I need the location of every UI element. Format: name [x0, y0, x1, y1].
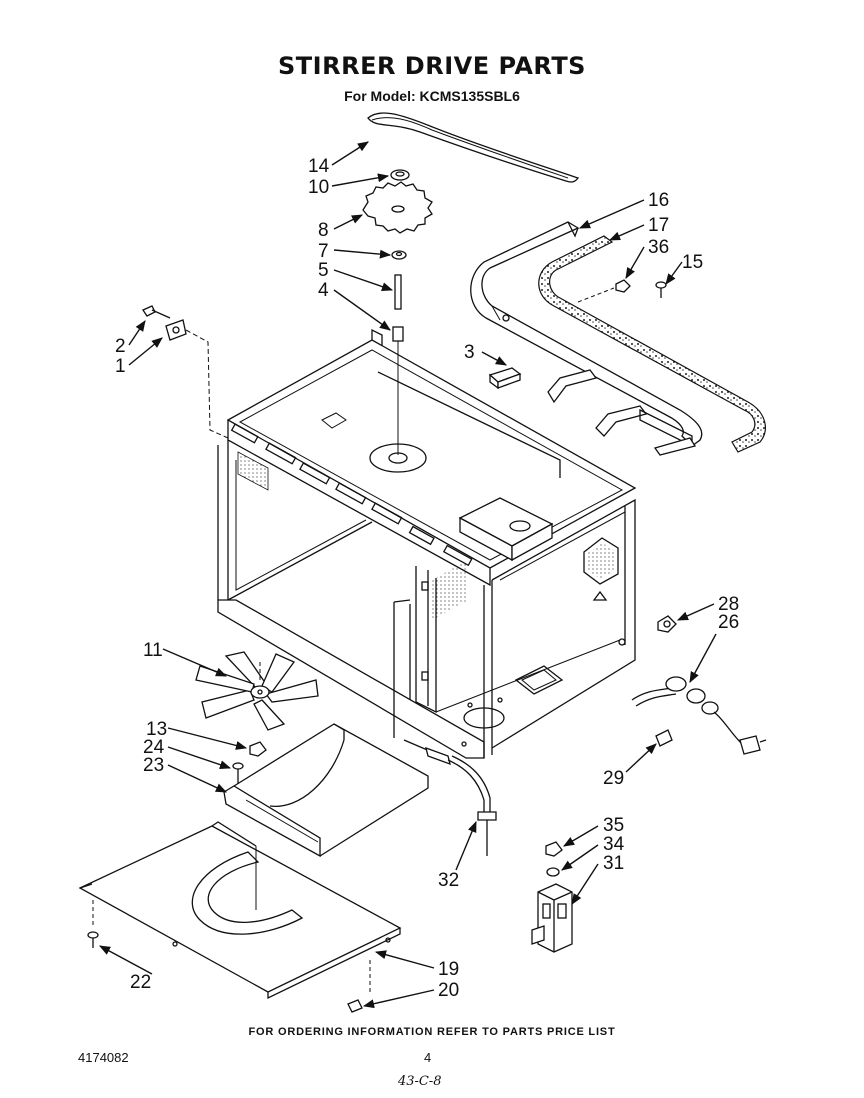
callout-35: 35 [603, 815, 624, 836]
clip-part [390, 169, 410, 181]
nut-part-13 [249, 741, 267, 757]
callout-11: 11 [143, 640, 163, 661]
page-number: 4 [424, 1050, 432, 1065]
screw-part-2 [142, 305, 171, 319]
handwritten-note: 43-C-8 [398, 1074, 442, 1089]
stirrer-pulley [362, 181, 433, 234]
bracket-part-1 [165, 319, 187, 341]
model-subtitle: For Model: KCMS135SBL6 [344, 88, 520, 104]
callout-3: 3 [464, 342, 475, 363]
screw-part-20 [347, 999, 363, 1013]
callout-34: 34 [603, 834, 625, 855]
callout-2: 2 [115, 336, 126, 357]
callout-14: 14 [308, 156, 330, 177]
nut-part-28 [657, 615, 677, 633]
callout-8: 8 [318, 220, 329, 241]
callout-26: 26 [718, 612, 739, 633]
callout-32: 32 [438, 870, 459, 891]
washer-part [391, 250, 407, 260]
thermostat-bracket [531, 883, 573, 953]
washer-part-34 [546, 867, 560, 877]
nut-part-36 [615, 279, 631, 293]
power-lead-part [631, 676, 767, 755]
callout-17: 17 [648, 215, 669, 236]
callout-23: 23 [143, 755, 164, 776]
callout-5: 5 [318, 260, 329, 281]
leader-arrows [99, 141, 717, 1009]
document-number: 4174082 [78, 1050, 129, 1065]
nut-part-35 [545, 841, 563, 857]
bearing-part [392, 326, 404, 342]
callout-19: 19 [438, 959, 459, 980]
block-part [488, 367, 522, 390]
callout-22: 22 [130, 972, 151, 993]
callout-28: 28 [718, 594, 739, 615]
callout-10: 10 [308, 177, 329, 198]
screw-part-22 [87, 931, 99, 948]
screw-part-24 [232, 762, 244, 784]
stirrer-blade [195, 651, 319, 731]
callout-24: 24 [143, 737, 165, 758]
drive-belt [367, 112, 580, 183]
probe-part [403, 739, 497, 856]
callout-20: 20 [438, 980, 459, 1001]
callout-13: 13 [146, 719, 167, 740]
callout-15: 15 [682, 252, 703, 273]
cabinet-frame [217, 328, 637, 759]
callout-7: 7 [318, 241, 329, 262]
callout-31: 31 [603, 853, 624, 874]
callout-4: 4 [318, 280, 329, 301]
callout-36: 36 [648, 237, 669, 258]
ordering-info-footer: FOR ORDERING INFORMATION REFER TO PARTS … [248, 1026, 616, 1038]
gasket-part [538, 235, 766, 453]
bottom-plate [78, 821, 402, 1000]
stirrer-shaft [394, 274, 402, 310]
callout-16: 16 [648, 190, 669, 211]
clip-part-29 [655, 729, 673, 747]
callout-29: 29 [603, 768, 624, 789]
waveguide-duct [470, 221, 703, 456]
stirrer-cover [223, 723, 429, 858]
screw-part-15 [655, 281, 667, 298]
callout-1: 1 [115, 356, 126, 377]
page-title: STIRRER DRIVE PARTS [278, 52, 586, 80]
